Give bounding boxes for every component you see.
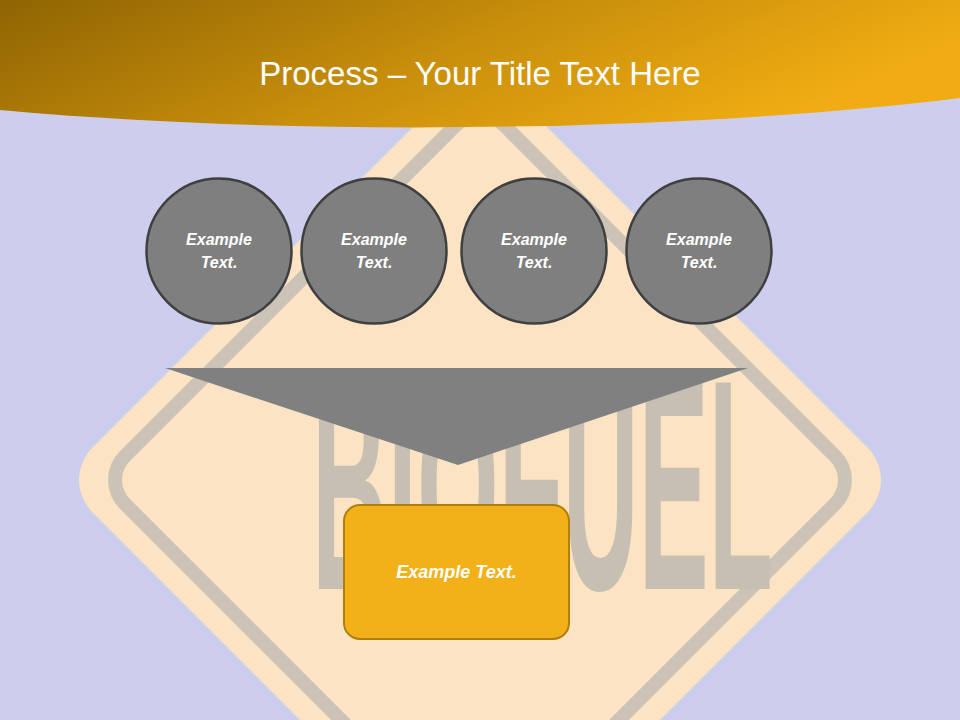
process-circle: Example Text. xyxy=(300,177,448,325)
header-band xyxy=(0,0,960,127)
node-label: Example Text. xyxy=(171,228,267,274)
circle-outline xyxy=(147,179,292,324)
funnel-triangle xyxy=(165,368,748,465)
circle-outline xyxy=(627,179,772,324)
circle-outline xyxy=(302,179,447,324)
node-outline xyxy=(145,177,293,325)
biofuel-sign xyxy=(60,60,900,720)
node-label: Example Text. xyxy=(396,559,516,585)
circle-outline xyxy=(462,179,607,324)
slide-title: Process – Your Title Text Here xyxy=(0,52,960,96)
node-outline xyxy=(625,177,773,325)
node-label: Example Text. xyxy=(326,228,422,274)
process-circle: Example Text. xyxy=(145,177,293,325)
node-outline xyxy=(460,177,608,325)
node-label: Example Text. xyxy=(651,228,747,274)
node-label: Example Text. xyxy=(486,228,582,274)
process-circle: Example Text. xyxy=(625,177,773,325)
box-outline xyxy=(344,505,569,639)
node-outline xyxy=(300,177,448,325)
result-box: Example Text. xyxy=(343,504,570,640)
process-circle: Example Text. xyxy=(460,177,608,325)
